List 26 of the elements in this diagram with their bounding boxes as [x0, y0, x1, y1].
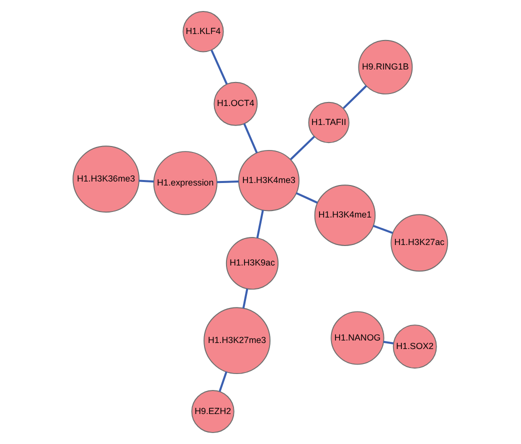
- connector: [342, 85, 367, 109]
- node-circle: H9.RING1B: [358, 40, 413, 94]
- node-circle: H1.H3K27ac: [390, 214, 448, 272]
- node-circle: H1.OCT4: [214, 82, 258, 126]
- connector: [242, 288, 248, 309]
- connector: [138, 180, 154, 183]
- node-circle: H9.EZH2: [191, 390, 234, 434]
- node-circle: H1.H3K36me3: [72, 146, 140, 213]
- node-circle: H1.H3K4me3: [238, 150, 300, 212]
- connector: [216, 180, 239, 184]
- node-circle: H1.expression: [153, 151, 218, 216]
- connector: [210, 50, 228, 84]
- connector: [290, 136, 316, 160]
- node-circle: H1.TAFII: [308, 102, 350, 144]
- node-circle: H1.NANOG: [330, 311, 384, 365]
- connector: [256, 210, 264, 238]
- node-circle: H1.H3K4me1: [314, 184, 376, 246]
- connector: [383, 340, 394, 344]
- node-circle: H1.H3K9ac: [226, 237, 279, 290]
- connector: [218, 371, 228, 392]
- node-circle: H1.SOX2: [392, 324, 437, 369]
- node-circle: H1.H3K27me3: [204, 307, 270, 374]
- connector: [372, 224, 393, 234]
- connector: [243, 123, 258, 154]
- connector: [296, 192, 318, 204]
- node-circle: H1.KLF4: [182, 11, 224, 52]
